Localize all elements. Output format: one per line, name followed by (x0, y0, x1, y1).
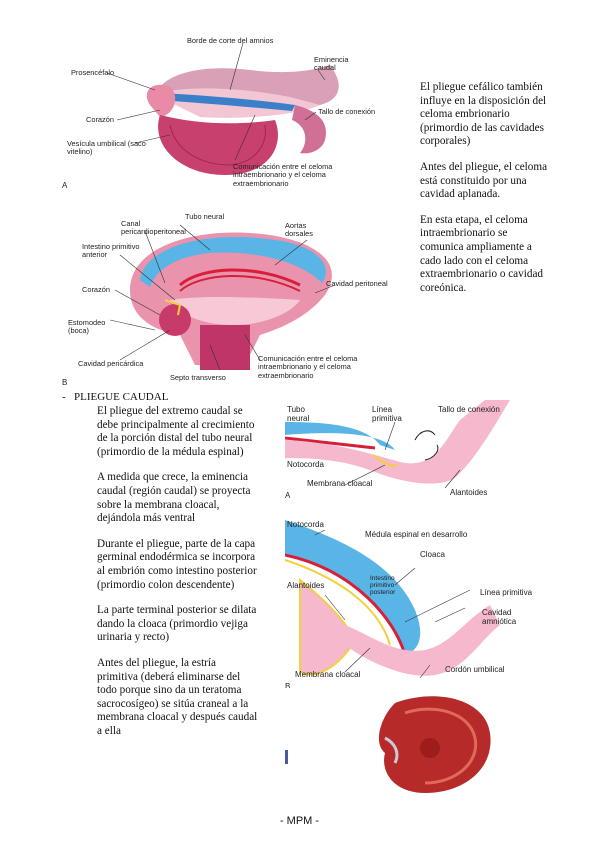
figure-a (60, 25, 390, 195)
fig-b-label-comunicacion: Comunicación entre el celoma intraembrio… (258, 354, 358, 380)
figure-b (60, 205, 395, 390)
embryo-photo-illustration (285, 696, 491, 793)
section-paragraph-2: A medida que crece, la eminencia caudal … (97, 471, 251, 525)
fig-b-label-septo: Septo transverso (170, 373, 226, 382)
fig-b-label-cavidad-pericardica: Cavidad pericárdica (78, 359, 144, 368)
figure-d (284, 510, 550, 690)
figure-b-illustration (109, 224, 336, 371)
fig-b-letter: B (62, 378, 68, 387)
fig-b-label-canal: Canal pericardioperitoneal (121, 219, 186, 237)
fig-b-label-tubo: Tubo neural (185, 212, 225, 221)
fig-a-letter: A (62, 181, 68, 190)
right-paragraph-1: El pliegue cefálico también influye en l… (420, 81, 547, 148)
section-paragraph-4: La parte terminal posterior se dilata da… (97, 604, 257, 644)
fig-d-label-medula: Médula espinal en desarrollo (365, 530, 468, 539)
fig-d-label-alantoides: Alantoides (287, 581, 325, 590)
fig-b-label-intestino: Intestino primitivo anterior (82, 242, 140, 260)
fig-a-label-corazon: Corazón (86, 115, 114, 124)
section-paragraph-3: Durante el pliegue, parte de la capa ger… (97, 537, 257, 591)
section-text-block: El pliegue del extremo caudal se debe pr… (97, 405, 259, 750)
fig-d-label-notocorda: Notocorda (287, 520, 324, 529)
figure-c-illustration (284, 400, 510, 489)
fig-c-letter: A (285, 491, 291, 500)
fig-d-label-cavidad: Cavidad amniótica (482, 608, 517, 626)
fig-a-label-vesicula: Vesícula umbilical (saco vitelino) (67, 139, 146, 157)
fig-a-label-prosencefalo: Prosencéfalo (71, 68, 115, 77)
figure-d-illustration (284, 520, 500, 679)
fig-c-label-alantoides: Alantoides (450, 488, 488, 497)
fig-c-label-membrana: Membrana cloacal (307, 479, 373, 488)
fig-d-label-cordon: Cordón umbilical (445, 665, 505, 674)
fig-d-label-cloaca: Cloaca (420, 550, 445, 559)
fig-a-label-eminencia: Eminencia caudal (314, 55, 349, 73)
fig-b-label-cavidad-peritoneal: Cavidad peritoneal (326, 279, 388, 288)
figure-a-illustration (106, 42, 339, 175)
figure-c (284, 400, 550, 500)
right-paragraph-2: Antes del pliegue, el celoma está consti… (420, 160, 548, 201)
fig-b-label-aortas: Aortas dorsales (285, 221, 313, 239)
right-paragraph-3: En esta etapa, el celoma intraembrionari… (420, 213, 544, 294)
page-footer: - MPM - (279, 815, 320, 827)
section-heading: PLIEGUE CAUDAL (74, 391, 169, 403)
fig-c-label-tallo: Tallo de conexión (438, 405, 500, 414)
fig-d-label-intestino: Intestino primitivo posterior (370, 575, 396, 596)
fig-c-label-notocorda: Notocorda (287, 460, 324, 469)
fig-d-label-linea: Línea primitiva (480, 588, 533, 597)
fig-a-label-tallo: Tallo de conexión (318, 107, 376, 116)
fig-d-letter: B (285, 682, 291, 691)
fig-d-label-membrana: Membrana cloacal (295, 670, 361, 679)
fig-a-label-amnios: Borde de corte del amnios (187, 36, 274, 45)
right-text-block: El pliegue cefálico también influye en l… (420, 81, 552, 307)
fig-b-label-estomodeo: Estomodeo (boca) (68, 318, 106, 336)
section-bullet: - (62, 391, 66, 403)
section-paragraph-5: Antes del pliegue, la estría primitiva (… (97, 656, 258, 737)
fig-a-label-comunicacion: Comunicación entre el celoma intraembrio… (233, 162, 333, 188)
fig-b-label-corazon: Corazón (82, 285, 110, 294)
section-paragraph-1: El pliegue del extremo caudal se debe pr… (97, 405, 255, 458)
embryo-photo (285, 688, 550, 798)
fig-c-label-linea: Línea primitiva (372, 405, 402, 423)
fig-c-label-tubo: Tubo neural (287, 405, 310, 423)
